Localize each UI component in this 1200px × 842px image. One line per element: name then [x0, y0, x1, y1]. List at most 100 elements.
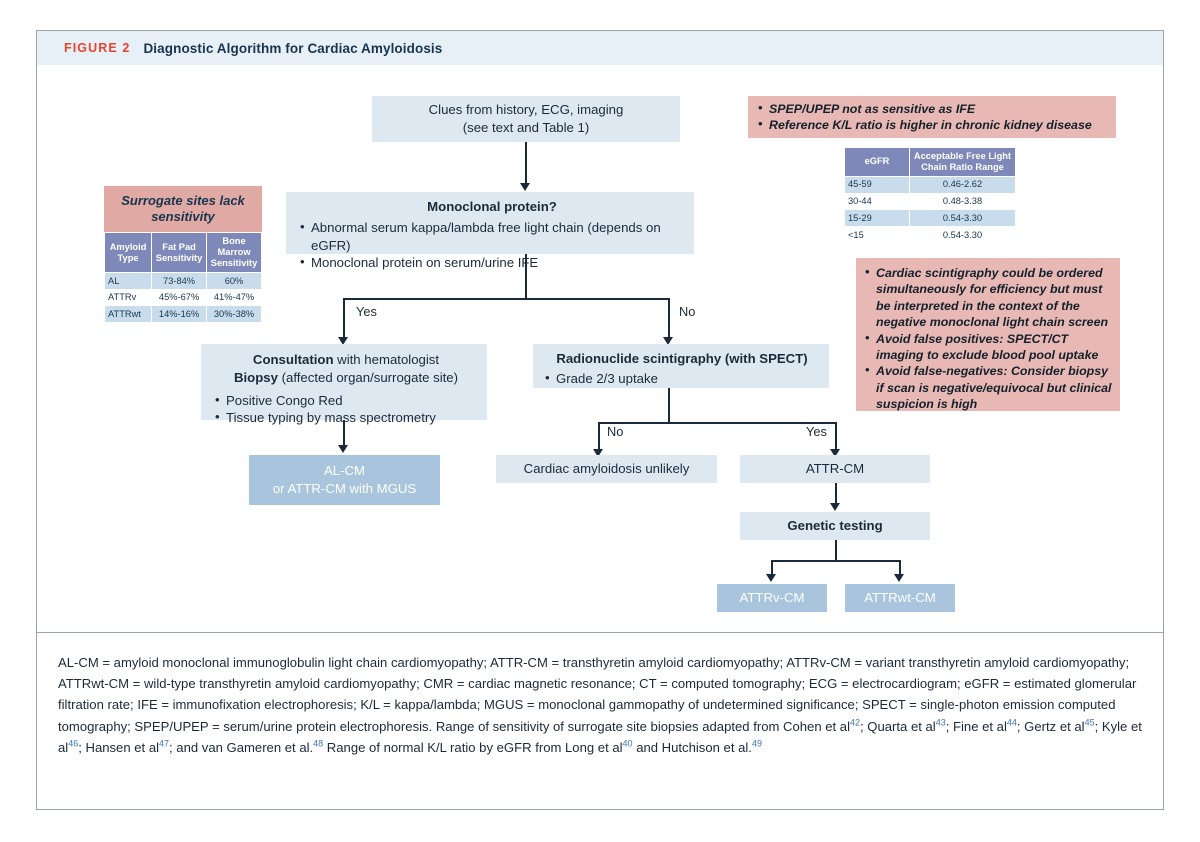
egfr-r3-c0: <15 [844, 226, 910, 244]
scintigraphy-bullet-list: Cardiac scintigraphy could be ordered si… [865, 264, 1112, 412]
footnote-text: AL-CM = amyloid monoclonal immunoglobuli… [58, 655, 1137, 734]
spep-bullet-list: SPEP/UPEP not as sensitive as IFE Refere… [758, 100, 1108, 134]
node-attr-cm: ATTR-CM [740, 455, 930, 483]
radionuclide-title: Radionuclide scintigraphy (with SPECT) [556, 351, 808, 366]
scintigraphy-bullet-0: Cardiac scintigraphy could be ordered si… [865, 264, 1112, 331]
al-cm-line-2: or ATTR-CM with MGUS [272, 481, 417, 496]
consultation-line-1: Consultation with hematologist [215, 351, 477, 369]
connector-branch2-horizontal [598, 422, 836, 424]
monoclonal-bullet-list: Abnormal serum kappa/lambda free light c… [300, 218, 684, 272]
radionuclide-bullet-0: Grade 2/3 uptake [545, 369, 819, 388]
consultation-bullet-1: Tissue typing by mass spectrometry [215, 408, 477, 427]
node-monoclonal-protein: Monoclonal protein? Abnormal serum kappa… [286, 192, 694, 271]
surrogate-r2-c0: ATTRwt [103, 305, 153, 324]
footnote-text: ; Kyle et al [58, 718, 1142, 755]
node-al-cm: AL-CM or ATTR-CM with MGUS [249, 455, 440, 505]
connector-branch2-yes [835, 422, 837, 452]
node-genetic-testing: Genetic testing [740, 512, 930, 540]
unlikely-label: Cardiac amyloidosis unlikely [523, 461, 690, 477]
table-row: 30-44 0.48-3.38 [844, 192, 1017, 211]
surrogate-title-l1: Surrogate sites lack [121, 193, 245, 208]
surrogate-h2-l2: Sensitivity [210, 258, 258, 269]
arrow-consultation-to-alcm [338, 445, 348, 453]
egfr-r2-c1: 0.54-3.30 [908, 209, 1017, 227]
connector-consultation-to-alcm [343, 420, 345, 448]
connector-branch1-yes [343, 298, 345, 340]
surrogate-r0-c0: AL [103, 272, 153, 290]
monoclonal-bullet-1: Monoclonal protein on serum/urine IFE [300, 253, 684, 272]
surrogate-r0-c1: 73-84% [151, 272, 208, 290]
connector-attrcm-to-genetic [835, 483, 837, 506]
surrogate-r2-c1: 14%-16% [151, 305, 208, 324]
consultation-line-1-rest: with hematologist [333, 352, 440, 367]
node-radionuclide-scintigraphy: Radionuclide scintigraphy (with SPECT) G… [533, 344, 829, 388]
connector-genetic-left [771, 560, 773, 577]
egfr-header-col-0: eGFR [844, 147, 910, 177]
surrogate-r1-c2: 41%-47% [206, 288, 262, 307]
genetic-testing-label: Genetic testing [787, 518, 883, 534]
consultation-line-1-bold: Consultation [252, 352, 334, 367]
arrow-branch2-yes [830, 449, 840, 457]
node-attrv-cm: ATTRv-CM [717, 584, 827, 612]
surrogate-h2-l1: Bone Marrow [217, 236, 251, 258]
egfr-header-col-1-l1: Acceptable Free Light [913, 151, 1012, 161]
footnote-divider [37, 632, 1163, 633]
egfr-header-col-1: Acceptable Free Light Chain Ratio Range [908, 147, 1017, 177]
figure-header: FIGURE 2 Diagnostic Algorithm for Cardia… [37, 31, 1163, 65]
attr-cm-label: ATTR-CM [805, 461, 865, 477]
connector-radionuclide-down [668, 388, 670, 423]
arrow-genetic-attrv [766, 574, 776, 582]
attrwt-cm-label: ATTRwt-CM [864, 590, 936, 606]
table-egfr: eGFR Acceptable Free Light Chain Ratio R… [844, 147, 1017, 244]
surrogate-header-col-1: Fat Pad Sensitivity [151, 232, 208, 274]
table-row: ATTRv 45%-67% 41%-47% [103, 288, 262, 307]
footnote-text: ; Gertz et al [1016, 718, 1085, 734]
consultation-line-2: Biopsy (affected organ/surrogate site) [215, 369, 477, 387]
surrogate-r2-c2: 30%-38% [206, 305, 262, 324]
footnote-reference: 40 [622, 738, 633, 749]
note-scintigraphy: Cardiac scintigraphy could be ordered si… [856, 258, 1120, 411]
node-clues: Clues from history, ECG, imaging (see te… [372, 96, 680, 142]
egfr-r0-c0: 45-59 [844, 175, 910, 194]
surrogate-r0-c2: 60% [206, 272, 262, 290]
footnote: AL-CM = amyloid monoclonal immunoglobuli… [58, 652, 1148, 758]
connector-clues-to-monoclonal [525, 142, 527, 186]
monoclonal-title: Monoclonal protein? [427, 199, 557, 214]
figure-title: Diagnostic Algorithm for Cardiac Amyloid… [143, 40, 443, 56]
branch2-label-yes: Yes [806, 424, 827, 439]
footnote-text: ; and van Gameren et al. [169, 739, 314, 755]
connector-monoclonal-down [525, 254, 527, 299]
egfr-r1-c0: 30-44 [844, 192, 910, 211]
node-consultation-biopsy: Consultation with hematologist Biopsy (a… [201, 344, 487, 426]
arrow-genetic-attrwt [894, 574, 904, 582]
figure-label: FIGURE 2 [64, 41, 131, 55]
spep-bullet-1: Reference K/L ratio is higher in chronic… [758, 116, 1108, 133]
footnote-text: ; Quarta et al [860, 718, 936, 734]
footnote-reference: 47 [159, 738, 170, 749]
surrogate-h0-l1: Amyloid [109, 241, 147, 252]
footnote-reference: 44 [1006, 717, 1017, 728]
egfr-r2-c0: 15-29 [844, 209, 910, 227]
arrow-attrcm-to-genetic [830, 503, 840, 511]
table-row: 15-29 0.54-3.30 [844, 209, 1017, 227]
branch1-label-no: No [679, 304, 696, 319]
consultation-line-2-bold: Biopsy [233, 369, 278, 385]
egfr-r1-c1: 0.48-3.38 [908, 192, 1017, 211]
node-cardiac-amyloidosis-unlikely: Cardiac amyloidosis unlikely [496, 455, 717, 483]
surrogate-r1-c1: 45%-67% [151, 288, 208, 307]
surrogate-title-l2: sensitivity [151, 208, 215, 224]
table-surrogate-sites: Surrogate sites lack sensitivity Amyloid… [103, 186, 262, 324]
connector-branch2-no [598, 422, 600, 452]
clues-line-2: (see text and Table 1) [462, 120, 590, 135]
connector-genetic-right [899, 560, 901, 577]
arrow-branch2-no [593, 449, 603, 457]
footnote-reference: 42 [850, 717, 861, 728]
egfr-header-col-1-l2: Chain Ratio Range [921, 161, 1004, 172]
surrogate-h1-l1: Fat Pad [162, 241, 196, 252]
surrogate-title: Surrogate sites lack sensitivity [104, 186, 262, 233]
footnote-reference: 45 [1084, 717, 1095, 728]
footnote-text: ; Fine et al [945, 718, 1007, 734]
footnote-reference: 46 [68, 738, 79, 749]
connector-branch1-no [668, 298, 670, 340]
monoclonal-bullet-0: Abnormal serum kappa/lambda free light c… [300, 218, 684, 255]
